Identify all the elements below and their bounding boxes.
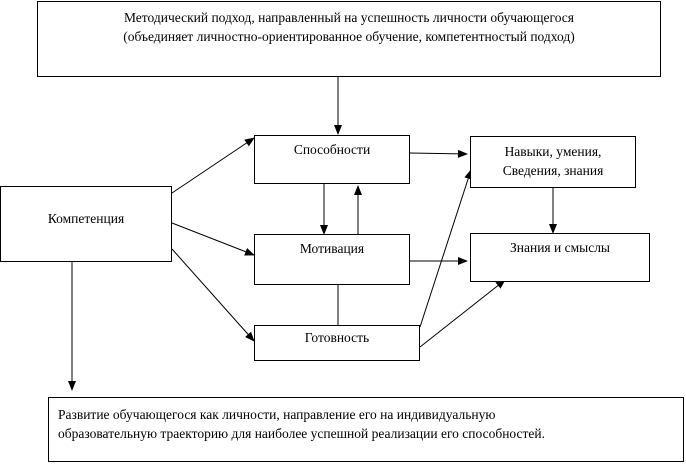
skills-line-1: Навыки, умения, — [504, 144, 602, 159]
competence-label: Компетенция — [47, 211, 125, 226]
knowledge-label: Знания и смыслы — [509, 240, 611, 255]
abilities-label: Способности — [293, 142, 371, 157]
skills-box — [470, 136, 636, 188]
abilities-box — [254, 135, 410, 184]
knowledge-box — [470, 233, 650, 282]
arrow-competence-to-readiness — [171, 248, 255, 342]
arrow-abilities-to-skills — [409, 149, 468, 158]
approach-line-2: (объединяет личностно-ориентированное об… — [123, 29, 575, 44]
motivation-label: Мотивация — [299, 241, 365, 256]
skills-line-2: Сведения, знания — [502, 163, 604, 178]
readiness-box — [254, 325, 420, 361]
development-box — [48, 397, 684, 462]
approach-box — [37, 1, 661, 77]
arrow-competence-to-abilities — [171, 137, 255, 194]
readiness-label: Готовность — [304, 330, 370, 345]
arrow-competence-to-motivation — [171, 222, 255, 256]
approach-line-1: Методический подход, направленный на усп… — [123, 10, 575, 25]
arrow-readiness-to-knowledge — [419, 279, 506, 348]
motivation-box — [254, 234, 410, 285]
arrow-readiness-to-skills — [419, 169, 473, 328]
development-line-2: образовательную траекторию для наиболее … — [58, 426, 545, 441]
competence-box — [0, 186, 172, 262]
development-line-1: Развитие обучающегося как личности, напр… — [58, 407, 496, 422]
